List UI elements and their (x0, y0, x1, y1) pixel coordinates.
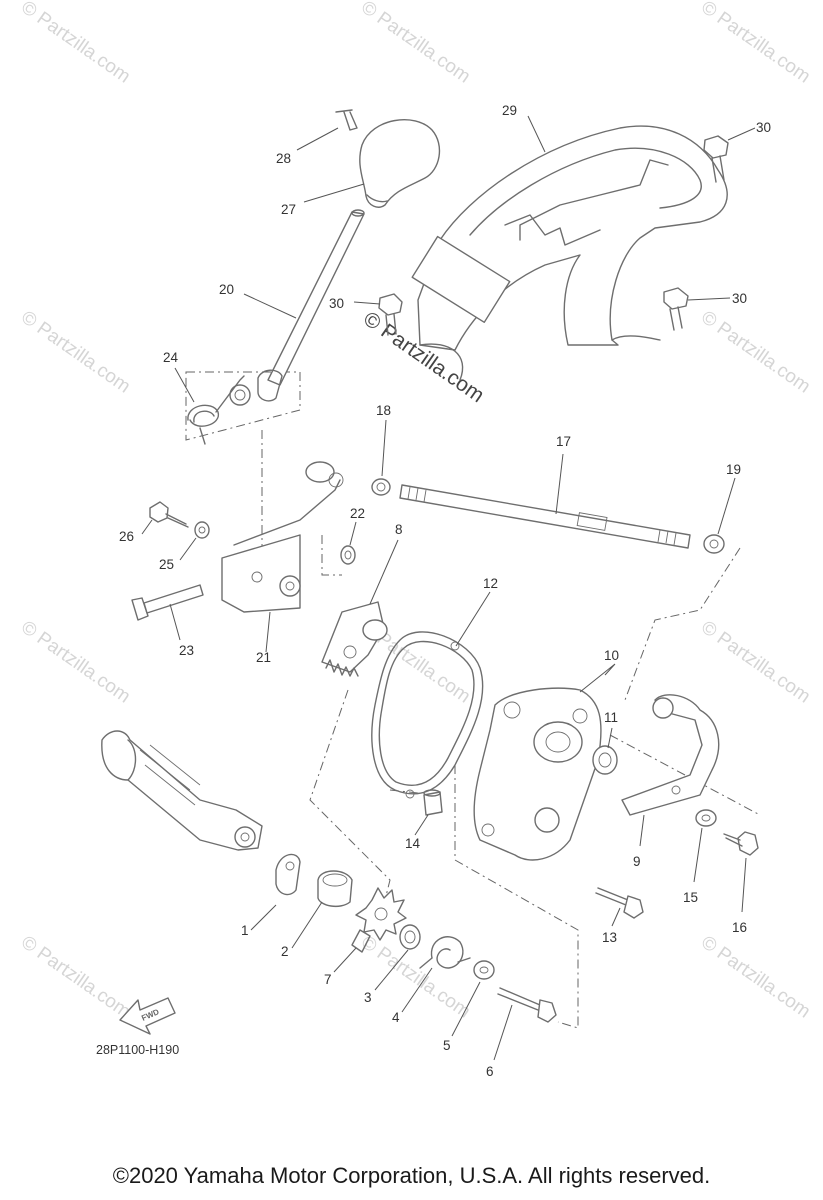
part-3-washer (399, 924, 421, 950)
callout-label: 17 (556, 434, 571, 449)
part-30-bolt (703, 135, 729, 183)
part-5-washer (473, 960, 495, 980)
callout-label: 2 (281, 944, 289, 959)
callout-label: 23 (179, 643, 194, 658)
part-24-spring (187, 375, 251, 445)
watermark: © Partzilla.com (17, 932, 134, 1023)
part-20-shift-rod (257, 209, 365, 402)
watermark: © Partzilla.com (17, 0, 134, 88)
shift-drum (101, 730, 263, 851)
callout-label: 14 (405, 836, 421, 851)
watermark: © Partzilla.com (357, 932, 474, 1023)
callout-label: 30 (756, 120, 771, 135)
watermark: © Partzilla.com (17, 307, 134, 398)
part-13-bolt (595, 887, 644, 919)
assembly-lines (185, 371, 761, 1029)
callout-label: 4 (392, 1010, 400, 1025)
callout-label: 9 (633, 854, 641, 869)
part-9-shift-arm (621, 694, 720, 816)
part-22-washer (340, 545, 356, 565)
callout-label: 6 (486, 1064, 494, 1079)
callout-label: 19 (726, 462, 741, 477)
watermark: © Partzilla.com (697, 0, 814, 88)
part-25-washer (194, 521, 210, 539)
watermark: © Partzilla.com (697, 307, 814, 398)
part-30-bolt (663, 287, 689, 331)
callout-label: 21 (256, 650, 271, 665)
part-4-torsion-spring (419, 936, 471, 969)
part-12-gasket (371, 631, 484, 799)
part-21-lever-bracket (221, 461, 344, 613)
diagram-code: 28P1100-H190 (96, 1043, 179, 1057)
part-7-gear (351, 887, 407, 953)
part-19-bushing (703, 534, 725, 554)
part-26-bolt (149, 501, 189, 528)
watermark: © Partzilla.com (697, 932, 814, 1023)
part-17-shift-rod (399, 484, 691, 549)
watermark: © Partzilla.com (357, 0, 474, 88)
part-10-crankcase-cover (473, 687, 602, 861)
part-2-collar (317, 870, 353, 908)
callout-label: 3 (364, 990, 372, 1005)
callout-label: 11 (604, 710, 618, 725)
callout-label: 22 (350, 506, 365, 521)
part-23-pin-bolt (131, 584, 204, 621)
part-27-knob (359, 119, 441, 208)
callout-label: 24 (163, 350, 179, 365)
part-15-washer (695, 809, 717, 827)
callout-label: 7 (324, 972, 332, 987)
callout-label: 5 (443, 1038, 451, 1053)
callout-label: 1 (241, 923, 249, 938)
part-29-shift-console (411, 125, 728, 381)
part-8-segment (321, 601, 388, 677)
part-14-dowel-pin (423, 789, 443, 816)
callouts: 1 2 3 4 5 6 7 8 9 10 11 12 13 14 15 16 1 (119, 103, 771, 1079)
callout-label: 30 (732, 291, 747, 306)
part-16-bolt (723, 831, 759, 856)
part-6-bolt (497, 987, 557, 1023)
part-18-bushing (371, 478, 391, 496)
callout-label: 18 (376, 403, 391, 418)
watermark: © Partzilla.com (17, 617, 134, 708)
callout-label: 26 (119, 529, 134, 544)
watermark: © Partzilla.com (697, 617, 814, 708)
callout-label: 29 (502, 103, 517, 118)
part-1-stopper (275, 853, 301, 896)
callout-label: 27 (281, 202, 296, 217)
part-30-bolt (378, 293, 403, 336)
callout-label: 30 (329, 296, 344, 311)
fwd-arrow-icon: FWD (119, 997, 176, 1035)
part-28-screw (335, 109, 358, 131)
part-11-oil-seal (592, 745, 618, 775)
callout-label: 28 (276, 151, 291, 166)
callout-label: 20 (219, 282, 234, 297)
callout-label: 16 (732, 920, 747, 935)
callout-label: 15 (683, 890, 698, 905)
callout-label: 25 (159, 557, 174, 572)
callout-label: 12 (483, 576, 498, 591)
callout-label: 13 (602, 930, 617, 945)
callout-label: 10 (604, 648, 619, 663)
callout-label: 8 (395, 522, 403, 537)
copyright-notice: ©2020 Yamaha Motor Corporation, U.S.A. A… (112, 1163, 711, 1188)
